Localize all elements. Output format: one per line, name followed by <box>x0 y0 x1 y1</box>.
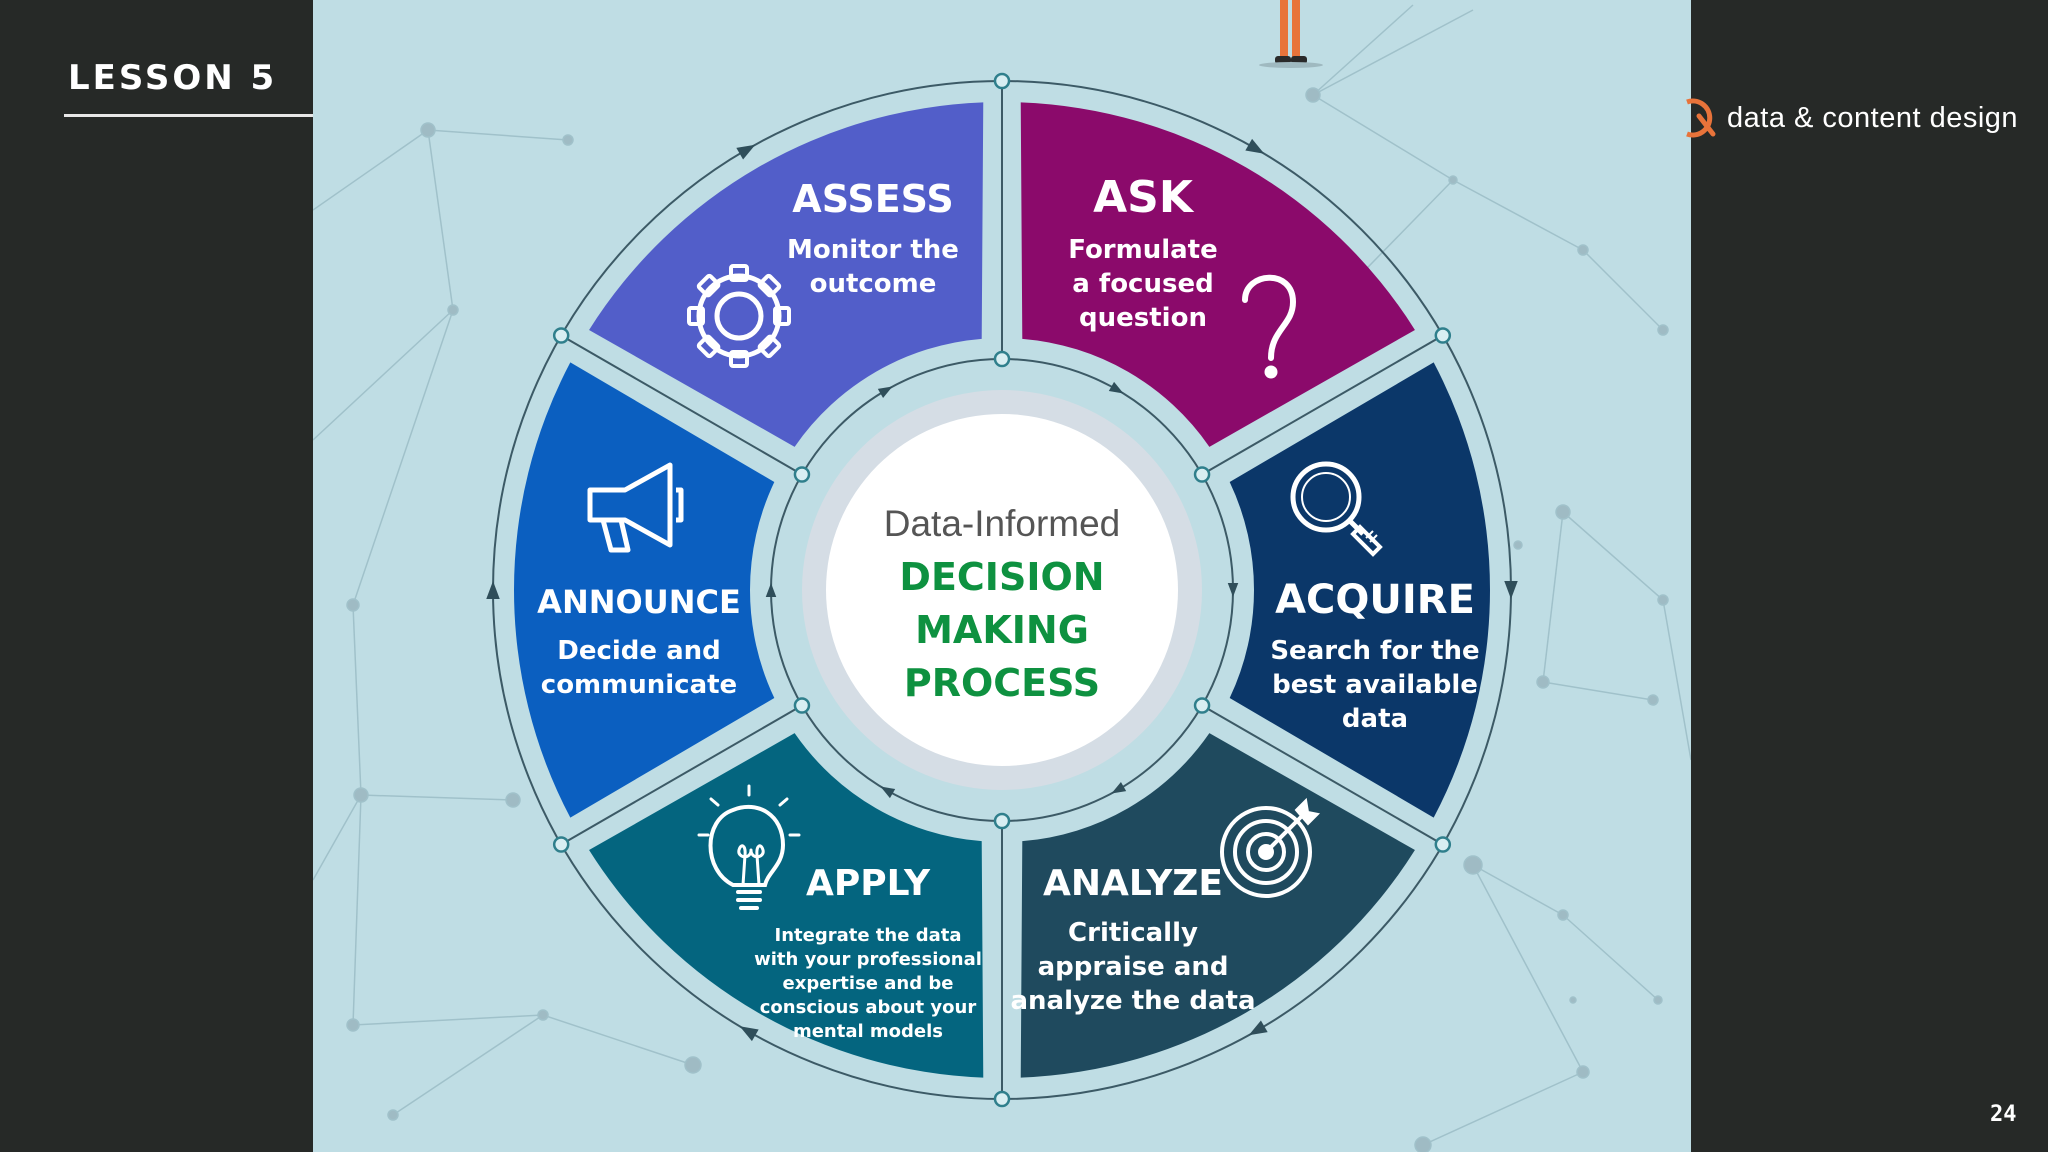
target-icon <box>1220 797 1321 898</box>
gear-tooth <box>729 350 749 368</box>
gear-tooth <box>757 273 782 298</box>
lesson-underline <box>64 114 314 117</box>
brand-name: data & content design <box>1727 101 2019 134</box>
ring-node <box>1434 327 1452 344</box>
gear-tooth <box>729 264 749 282</box>
gear-tooth <box>696 273 721 298</box>
center-circle <box>826 414 1178 766</box>
step-desc-line: Formulate <box>1068 235 1218 265</box>
step-title-apply: APPLY <box>806 863 931 904</box>
gear-tooth <box>757 334 782 359</box>
ring-node <box>993 72 1011 90</box>
ring-node <box>993 812 1011 830</box>
cycle-arrow <box>1108 381 1124 394</box>
gear-tooth <box>687 306 705 326</box>
step-desc-line: communicate <box>541 670 737 700</box>
segment-apply <box>589 733 984 1078</box>
segment-divider <box>560 334 803 476</box>
segment-ask <box>1020 102 1415 447</box>
cycle-arrow <box>1504 581 1518 599</box>
step-title-analyze: ANALYZE <box>1043 863 1223 904</box>
step-desc-line: mental models <box>793 1021 943 1042</box>
brand-logo: data & content design <box>1683 94 2018 142</box>
step-title-announce: ANNOUNCE <box>537 583 741 621</box>
page-number: 24 <box>1990 1102 2017 1127</box>
step-desc-line: expertise and be <box>783 973 954 994</box>
cycle-arrow <box>736 144 756 160</box>
gear-tooth <box>773 306 791 326</box>
step-desc-line: question <box>1079 303 1207 333</box>
step-desc-line: data <box>1342 704 1408 734</box>
cycle-arrow <box>739 1026 759 1042</box>
step-title-ask: ASK <box>1093 172 1195 223</box>
ring-node <box>1434 836 1452 853</box>
center-line4: PROCESS <box>904 661 1100 705</box>
segment-assess <box>589 102 984 447</box>
step-desc-line: with your professional <box>754 949 982 970</box>
step-desc-line: best available <box>1272 670 1478 700</box>
lesson-label: LESSON 5 <box>68 58 278 98</box>
step-desc-line: a focused <box>1072 269 1213 299</box>
step-desc-line: Integrate the data <box>775 925 962 946</box>
cycle-arrow <box>1227 583 1239 597</box>
ring-node <box>793 466 811 483</box>
gear-tooth <box>696 334 721 359</box>
cycle-arrow <box>1245 138 1265 154</box>
cycle-arrow <box>486 581 500 599</box>
megaphone-icon <box>587 462 684 553</box>
segment-divider <box>1201 704 1444 846</box>
lightbulb-icon <box>697 784 801 910</box>
step-desc-line: Monitor the <box>787 235 959 265</box>
step-desc-line: Search for the <box>1270 636 1479 666</box>
cycle-arrow <box>877 386 893 398</box>
segment-divider <box>1201 334 1444 476</box>
step-desc-line: appraise and <box>1038 952 1229 982</box>
step-title-assess: ASSESS <box>792 177 953 221</box>
segment-acquire <box>1229 362 1490 818</box>
cycle-arrow <box>1248 1020 1268 1036</box>
magnifier-icon <box>1290 461 1383 557</box>
background-network <box>313 4 1691 1152</box>
cycle-arrow <box>1111 782 1127 794</box>
step-title-acquire: ACQUIRE <box>1275 577 1475 623</box>
step-desc-line: Critically <box>1068 918 1198 948</box>
segment-announce <box>514 362 775 818</box>
gear-icon <box>687 264 791 368</box>
segment-divider <box>560 704 803 846</box>
segment-analyze <box>1020 733 1415 1078</box>
center-line1: Data-Informed <box>884 503 1121 544</box>
ring-node <box>793 697 811 714</box>
person-legs-illustration <box>1259 0 1323 68</box>
brand-mark-icon <box>1686 98 1716 138</box>
step-desc-line: conscious about your <box>760 997 977 1018</box>
ring-node <box>552 836 570 853</box>
step-desc-line: outcome <box>810 269 937 299</box>
question-mark-icon <box>1242 274 1297 379</box>
center-line2: DECISION <box>899 555 1104 599</box>
ring-node <box>993 350 1011 368</box>
cycle-arrow <box>765 583 777 597</box>
ring-node <box>1193 697 1211 714</box>
ring-node <box>1193 466 1211 483</box>
ring-node <box>552 327 570 344</box>
ring-node <box>993 1090 1011 1108</box>
step-desc-line: analyze the data <box>1010 986 1255 1016</box>
step-desc-line: Decide and <box>557 636 721 666</box>
center-line3: MAKING <box>915 608 1089 652</box>
cycle-arrow <box>880 786 896 799</box>
